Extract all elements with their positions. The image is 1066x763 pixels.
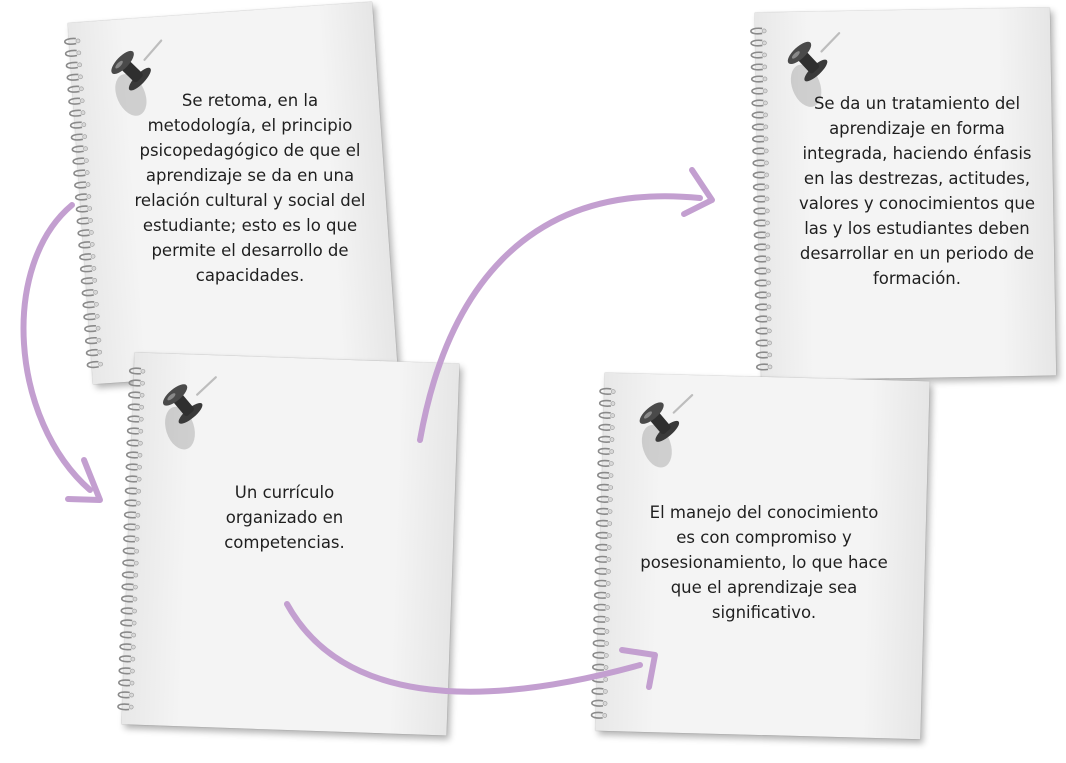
spiral-binding-icon — [586, 383, 621, 722]
note-3-text: Un currículo organizado en competencias. — [224, 483, 345, 552]
note-2-text: Se da un tratamiento del aprendizaje en … — [798, 94, 1036, 288]
spiral-binding-icon — [745, 22, 777, 371]
note-3 — [117, 352, 460, 736]
note-4-text: El manejo del conocimiento es con compro… — [640, 503, 888, 622]
push-pin-icon — [149, 365, 232, 458]
push-pin-icon — [775, 23, 857, 114]
push-pin-icon — [626, 383, 708, 475]
arrowhead-note3-to-note2 — [681, 167, 715, 217]
note-2 — [750, 7, 1057, 381]
arrowhead-note1-to-note3 — [65, 457, 103, 503]
note-1-text: Se retoma, en la metodología, el princip… — [134, 91, 366, 285]
spiral-binding-icon — [112, 362, 150, 715]
push-pin-icon — [97, 30, 183, 125]
